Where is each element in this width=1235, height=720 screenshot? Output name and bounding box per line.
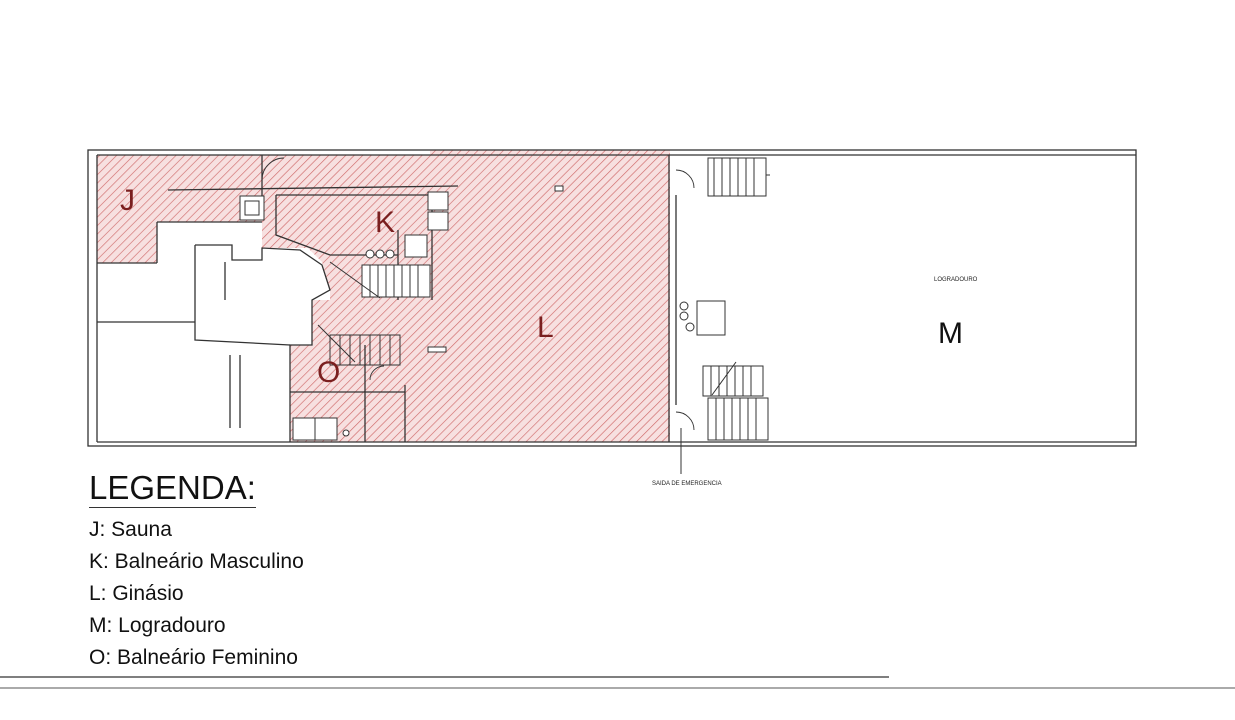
stairs-top-right bbox=[707, 157, 770, 197]
stairs-o bbox=[317, 324, 401, 366]
legend-item-j: J: Sauna bbox=[89, 518, 172, 541]
room-label-j: J bbox=[120, 184, 135, 217]
doors bbox=[261, 157, 695, 431]
legend-item-o: O: Balneário Feminino bbox=[89, 646, 298, 669]
room-label-l: L bbox=[537, 311, 554, 344]
legend-title: LEGENDA: bbox=[89, 469, 256, 508]
building-walls bbox=[87, 149, 1137, 447]
hatched-area bbox=[97, 150, 670, 442]
room-label-k: K bbox=[375, 206, 395, 239]
legend-item-m: M: Logradouro bbox=[89, 614, 226, 637]
room-label-o: O bbox=[317, 356, 340, 389]
fixtures bbox=[239, 185, 726, 441]
stairs-bottom-right bbox=[702, 361, 769, 441]
legend-item-k: K: Balneário Masculino bbox=[89, 550, 304, 573]
emergency-exit-label: SAIDA DE EMERGENCIA bbox=[652, 481, 722, 487]
legend: LEGENDA: J: Sauna K: Balneário Masculino… bbox=[89, 470, 304, 674]
stairs-k bbox=[329, 261, 431, 299]
room-label-m: M bbox=[938, 317, 963, 350]
logradouro-small-label: LOGRADOURO bbox=[934, 277, 978, 283]
legend-item-l: L: Ginásio bbox=[89, 582, 184, 605]
